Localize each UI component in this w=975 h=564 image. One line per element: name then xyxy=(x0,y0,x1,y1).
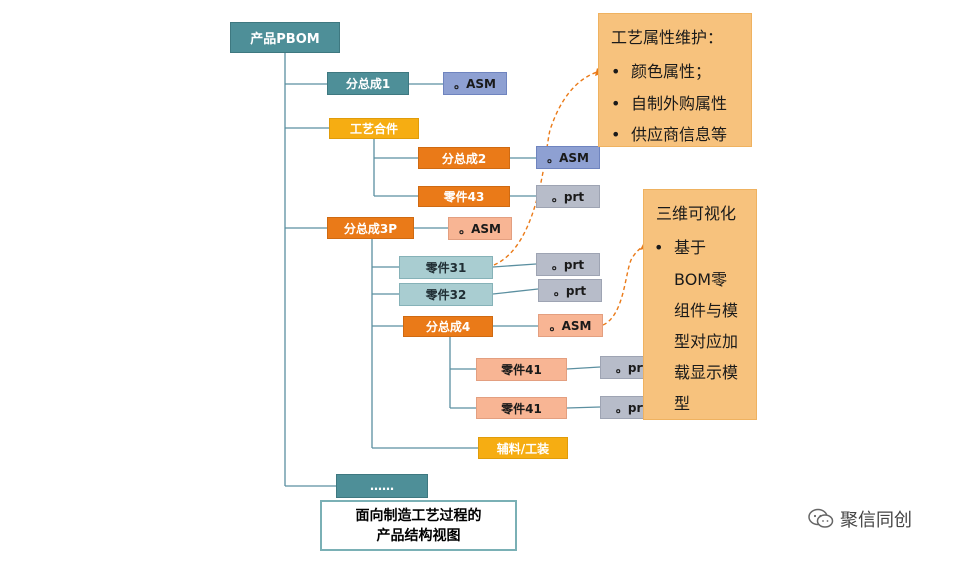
annotation-item: •供应商信息等 xyxy=(611,125,728,144)
subassembly-4-node[interactable]: 分总成4 xyxy=(403,316,493,337)
wechat-icon xyxy=(808,508,834,528)
annotation-title: 工艺属性维护： xyxy=(611,28,724,47)
part-43-node[interactable]: 零件43 xyxy=(418,186,510,207)
watermark-text: 聚信同创 xyxy=(840,510,912,531)
part-41-node[interactable]: 零件41 xyxy=(476,358,567,381)
annotation-line: 型对应加 xyxy=(674,332,739,351)
annotation-item: •自制外购属性 xyxy=(611,94,728,113)
subassembly-2-asm[interactable]: 。ASM xyxy=(536,146,600,169)
part-31-prt[interactable]: 。prt xyxy=(536,253,600,276)
subassembly-2-node[interactable]: 分总成2 xyxy=(418,147,510,169)
annotation-line: 型 xyxy=(674,394,691,413)
caption-line: 面向制造工艺过程的 xyxy=(355,508,482,524)
annotation-line: 载显示模 xyxy=(674,363,739,382)
subassembly-3p-node[interactable]: 分总成3P xyxy=(327,217,414,239)
part-32-prt[interactable]: 。prt xyxy=(538,279,602,302)
process-attributes-annotation: 工艺属性维护： •颜色属性； •自制外购属性 •供应商信息等 xyxy=(598,13,752,147)
part-31-node[interactable]: 零件31 xyxy=(399,256,493,279)
annotation-item: •基于 xyxy=(654,238,707,257)
part-41-node[interactable]: 零件41 xyxy=(476,397,567,419)
part-43-prt[interactable]: 。prt xyxy=(536,185,600,208)
subassembly-1-node[interactable]: 分总成1 xyxy=(327,72,409,95)
annotation-item: •颜色属性； xyxy=(611,62,712,81)
auxiliary-tooling-node[interactable]: 辅料/工装 xyxy=(478,437,568,459)
more-nodes-placeholder[interactable]: …… xyxy=(336,474,428,498)
part-32-node[interactable]: 零件32 xyxy=(399,283,493,306)
diagram-caption: 面向制造工艺过程的 产品结构视图 xyxy=(320,500,517,551)
process-assembly-node[interactable]: 工艺合件 xyxy=(329,118,419,139)
subassembly-3p-asm[interactable]: 。ASM xyxy=(448,217,512,240)
annotation-line: 组件与模 xyxy=(674,301,739,320)
annotation-line: BOM零 xyxy=(674,270,728,289)
watermark: 聚信同创 xyxy=(808,506,912,532)
subassembly-4-asm[interactable]: 。ASM xyxy=(538,314,603,337)
annotation-title: 三维可视化 xyxy=(656,204,737,223)
subassembly-1-asm[interactable]: 。ASM xyxy=(443,72,507,95)
3d-visualization-annotation: 三维可视化 •基于 BOM零 组件与模 型对应加 载显示模 型 xyxy=(643,189,757,420)
caption-line: 产品结构视图 xyxy=(376,528,461,544)
root-node[interactable]: 产品PBOM xyxy=(230,22,340,53)
